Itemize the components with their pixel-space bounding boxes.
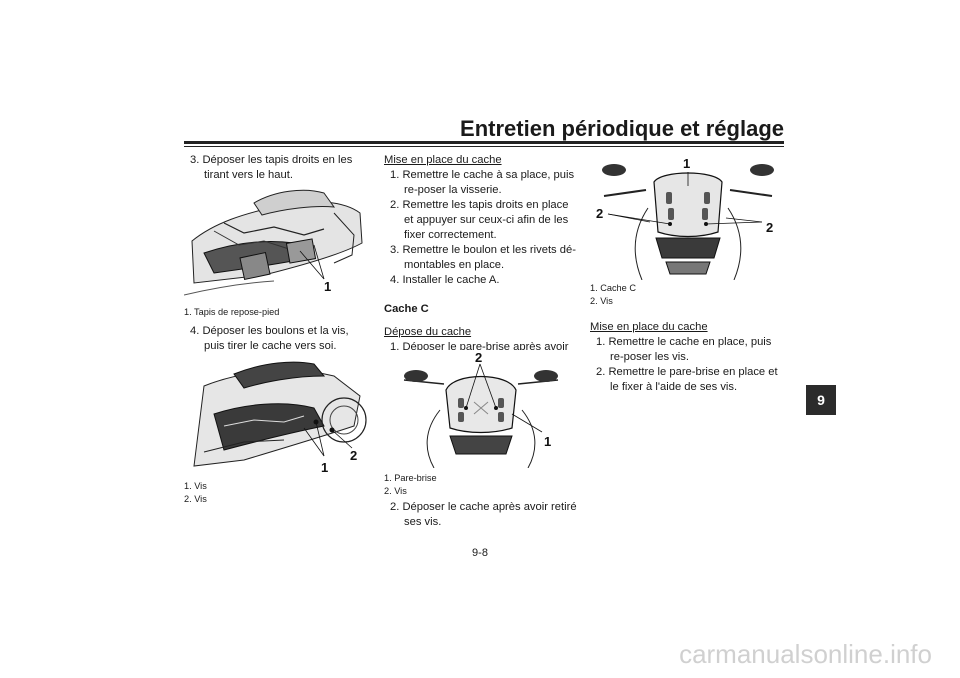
figure-4-caption: 1. Cache C 2. Vis bbox=[590, 282, 786, 307]
section-heading-cache-c: Cache C bbox=[384, 303, 429, 315]
step-4-text: 4. Déposer les boulons et la vis, puis t… bbox=[190, 325, 349, 352]
watermark: carmanualsonline.info bbox=[679, 639, 932, 669]
section-heading-installation: Mise en place du cache bbox=[384, 154, 502, 166]
figure-3-caption: 1. Pare-brise 2. Vis bbox=[384, 472, 578, 497]
callout-1: 1 bbox=[683, 156, 690, 171]
column-1: 3. Déposer les tapis droits en les tiran… bbox=[184, 153, 372, 183]
removal-step-2: 2. Déposer le cache après avoir retiré s… bbox=[390, 501, 577, 528]
figure-floor-mats: 1 bbox=[184, 183, 372, 301]
chapter-tab: 9 bbox=[806, 385, 836, 415]
callout-1: 1 bbox=[544, 434, 551, 449]
page-number: 9-8 bbox=[472, 547, 488, 559]
figure-windshield: 2 1 bbox=[384, 350, 578, 468]
caption-line: 1. Vis bbox=[184, 481, 207, 491]
page-title: Entretien périodique et réglage bbox=[460, 116, 784, 141]
caption-line: 1. Cache C bbox=[590, 283, 636, 293]
column-1-step-4: 4. Déposer les boulons et la vis, puis t… bbox=[184, 324, 372, 354]
caption-line: 1. Tapis de repose-pied bbox=[184, 307, 280, 317]
callout-1: 1 bbox=[321, 460, 328, 475]
floor-mats-illustration: 1 bbox=[184, 183, 372, 301]
column-3: Mise en place du cache 1. Remettre le ca… bbox=[590, 320, 786, 395]
header-rule-thin bbox=[184, 146, 784, 147]
callout-2-left: 2 bbox=[596, 206, 603, 221]
install-step: 2. Remettre les tapis droits en place et… bbox=[390, 199, 569, 241]
caption-line: 2. Vis bbox=[384, 485, 407, 496]
install-step: 3. Remettre le boulon et les rivets dé-m… bbox=[390, 244, 576, 271]
cover-screws-illustration: 1 2 bbox=[184, 356, 372, 478]
install-step: 4. Installer le cache A. bbox=[390, 274, 500, 286]
caption-line: 2. Vis bbox=[590, 295, 613, 306]
callout-2-right: 2 bbox=[766, 220, 773, 235]
callout-2: 2 bbox=[475, 350, 482, 365]
install-step: 1. Remettre le cache à sa place, puis re… bbox=[390, 169, 575, 196]
cache-c-illustration: 1 2 2 bbox=[590, 152, 786, 280]
install-step: 2. Remettre le pare-brise en place et le… bbox=[596, 366, 778, 393]
figure-cache-c: 1 2 2 bbox=[590, 152, 786, 280]
column-2-step-2: 2. Déposer le cache après avoir retiré s… bbox=[384, 500, 578, 530]
section-heading-installation: Mise en place du cache bbox=[590, 321, 708, 333]
figure-2-caption: 1. Vis 2. Vis bbox=[184, 480, 372, 505]
install-step: 1. Remettre le cache en place, puis re-p… bbox=[596, 336, 772, 363]
callout-1: 1 bbox=[324, 279, 331, 294]
caption-line: 1. Pare-brise bbox=[384, 473, 437, 483]
column-2: Mise en place du cache 1. Remettre le ca… bbox=[384, 153, 578, 370]
callout-2: 2 bbox=[350, 448, 357, 463]
figure-cover-screws: 1 2 bbox=[184, 356, 372, 478]
header-rule bbox=[184, 141, 784, 144]
section-heading-removal: Dépose du cache bbox=[384, 326, 472, 338]
windshield-illustration: 2 1 bbox=[384, 350, 578, 468]
step-3-text: 3. Déposer les tapis droits en les tiran… bbox=[190, 154, 353, 181]
caption-line: 2. Vis bbox=[184, 493, 207, 504]
figure-1-caption: 1. Tapis de repose-pied bbox=[184, 306, 372, 319]
